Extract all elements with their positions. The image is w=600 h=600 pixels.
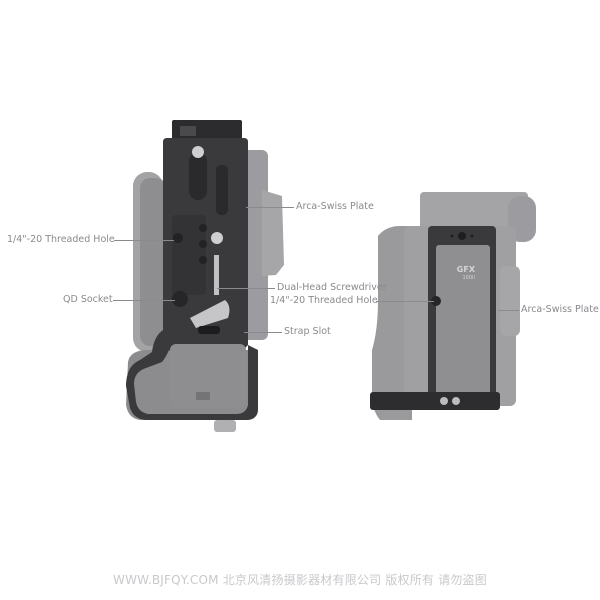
- leader-line: [114, 240, 174, 241]
- callout-strap-slot: Strap Slot: [284, 326, 331, 337]
- leader-line: [113, 300, 175, 301]
- callout-dual-head-screwdriver: Dual-Head Screwdriver: [277, 282, 387, 293]
- leader-line: [244, 332, 282, 333]
- watermark: WWW.BJFQY.COM 北京风清扬摄影器材有限公司 版权所有 请勿盗图: [113, 573, 487, 587]
- leader-line: [498, 310, 519, 311]
- camera-badge-model: 100II: [463, 275, 476, 281]
- left-l-bracket: [126, 120, 258, 420]
- leader-line: [217, 288, 275, 289]
- camera-badge-brand: GFX: [457, 265, 476, 274]
- callout-arca-swiss-plate-left: Arca-Swiss Plate: [296, 201, 374, 212]
- leader-line: [246, 207, 294, 208]
- callout-threaded-hole-right: 1/4"-20 Threaded Hole: [270, 295, 378, 306]
- callout-threaded-hole-left: 1/4"-20 Threaded Hole: [7, 234, 115, 245]
- callout-arca-swiss-plate-right: Arca-Swiss Plate: [521, 304, 599, 315]
- callout-qd-socket: QD Socket: [63, 294, 113, 305]
- leader-line: [376, 301, 434, 302]
- right-l-bracket: [370, 226, 500, 410]
